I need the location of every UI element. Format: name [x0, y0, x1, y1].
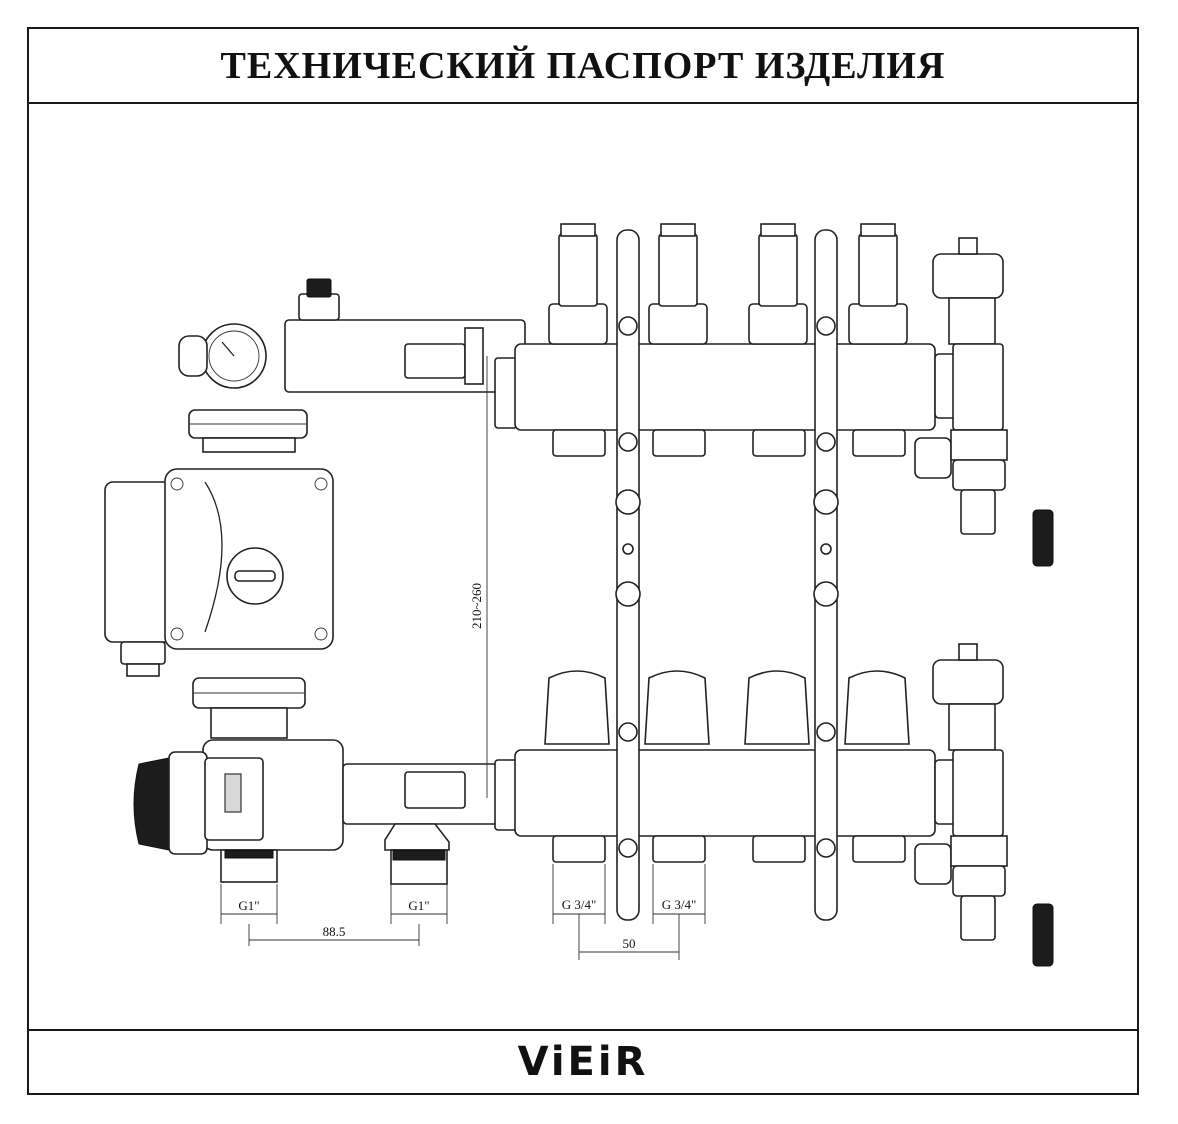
inlet-spacing-label: 88.5 — [323, 924, 346, 939]
height-dimension-label: 210~260 — [469, 583, 484, 629]
outlet-thread-1-label: G 3/4" — [562, 897, 597, 912]
supply-manifold-bar — [514, 343, 936, 431]
handwheel-icon — [544, 670, 610, 745]
inlet-thread-right-label: G1" — [408, 898, 429, 913]
flow-meter-icon — [858, 233, 898, 307]
drain-cap-icon — [1032, 509, 1054, 567]
outlet-thread-2-label: G 3/4" — [662, 897, 697, 912]
document-frame: ТЕХНИЧЕСКИЙ ПАСПОРТ ИЗДЕЛИЯ — [27, 27, 1139, 1095]
technical-drawing: 210~260 G1" G1" 88.5 G 3/4" — [29, 104, 1137, 1030]
drain-cap-icon — [1032, 903, 1054, 967]
thermostatic-head-icon — [133, 757, 170, 851]
air-vent-icon — [932, 659, 1004, 705]
dimension-lines: 210~260 G1" G1" 88.5 G 3/4" — [220, 356, 706, 960]
mixing-unit — [104, 278, 526, 885]
flow-meter-icon — [758, 233, 798, 307]
document-title: ТЕХНИЧЕСКИЙ ПАСПОРТ ИЗДЕЛИЯ — [220, 44, 946, 87]
outlet-spacing-label: 50 — [623, 936, 636, 951]
manifold-drawing-svg: 210~260 G1" G1" 88.5 G 3/4" — [104, 223, 1054, 967]
footer-bar: ViEiR — [29, 1029, 1137, 1093]
brand-logo: ViEiR — [517, 1039, 649, 1085]
handwheel-icon — [744, 670, 810, 745]
valve-handwheels — [544, 670, 910, 745]
flow-meter-icon — [658, 233, 698, 307]
mounting-brackets — [615, 229, 839, 921]
air-vent-cap-icon — [306, 278, 332, 298]
handwheel-icon — [644, 670, 710, 745]
return-manifold-bar — [514, 749, 936, 837]
flow-meters — [548, 223, 908, 345]
air-vent-icon — [932, 253, 1004, 299]
handwheel-icon — [844, 670, 910, 745]
supply-manifold — [494, 223, 1054, 567]
title-bar: ТЕХНИЧЕСКИЙ ПАСПОРТ ИЗДЕЛИЯ — [29, 29, 1137, 104]
flow-meter-icon — [558, 233, 598, 307]
inlet-thread-left-label: G1" — [238, 898, 259, 913]
